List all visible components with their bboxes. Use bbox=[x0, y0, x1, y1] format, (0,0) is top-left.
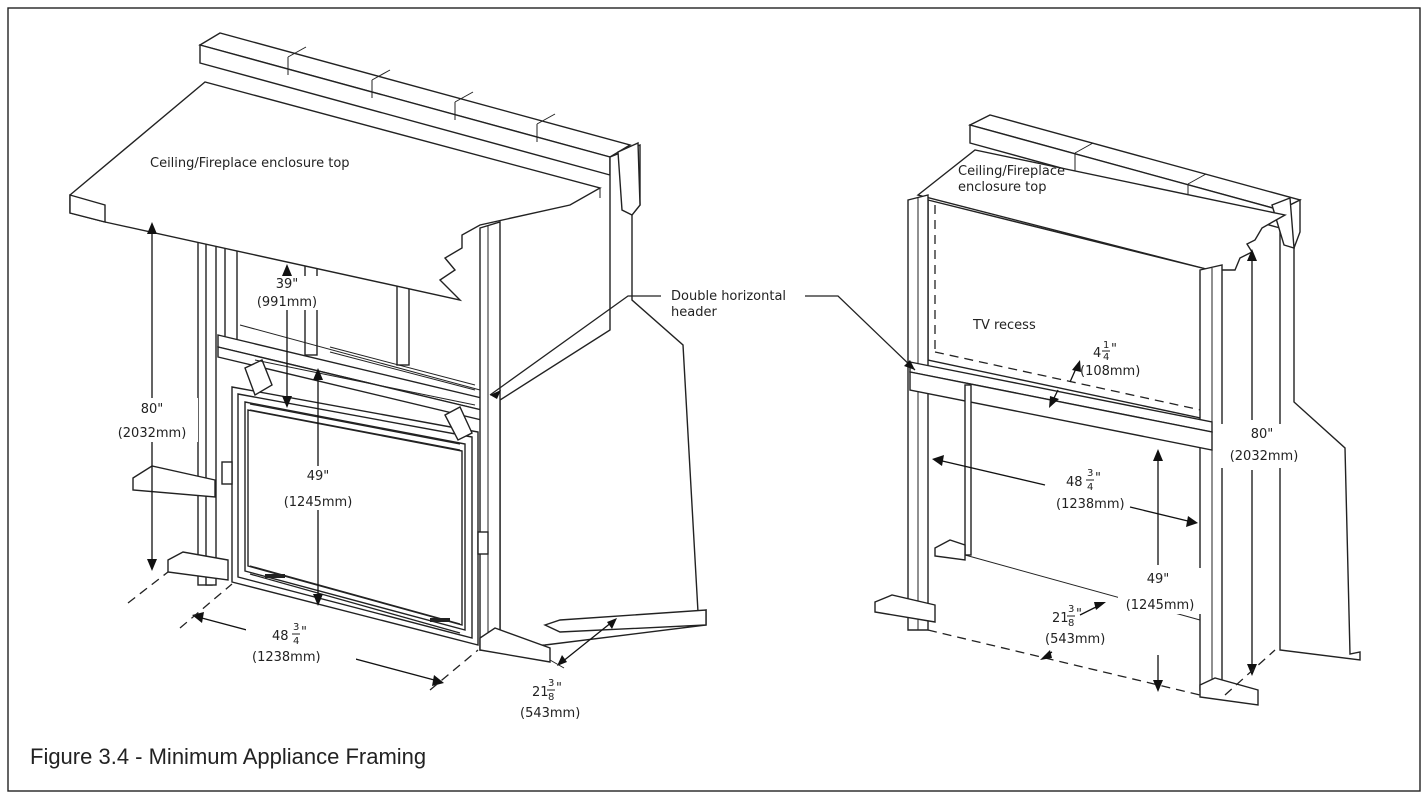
header-label-line1: Double horizontal bbox=[671, 289, 786, 304]
ceiling-label-right-line2: enclosure top bbox=[958, 180, 1046, 195]
left-side-wall-panel bbox=[499, 143, 707, 649]
dim-right-depth: 21 3 8 " (543mm) bbox=[1045, 604, 1105, 647]
dim-right-width: 48 3 4 " (1238mm) bbox=[1056, 468, 1125, 512]
svg-text:49": 49" bbox=[307, 469, 330, 484]
ceiling-label-right-line1: Ceiling/Fireplace bbox=[958, 164, 1065, 179]
svg-text:3: 3 bbox=[548, 678, 554, 689]
svg-text:(2032mm): (2032mm) bbox=[1230, 449, 1299, 464]
dim-right-header: 4 1 4 " (108mm) bbox=[1080, 340, 1140, 379]
svg-text:39": 39" bbox=[276, 277, 299, 292]
svg-text:8: 8 bbox=[1068, 618, 1074, 629]
dim-right-height: 80" (2032mm) bbox=[1220, 424, 1312, 468]
svg-text:(1245mm): (1245mm) bbox=[284, 495, 353, 510]
svg-text:(1238mm): (1238mm) bbox=[252, 650, 321, 665]
svg-text:(108mm): (108mm) bbox=[1080, 364, 1140, 379]
svg-text:4: 4 bbox=[1093, 346, 1101, 361]
svg-text:(1238mm): (1238mm) bbox=[1056, 497, 1125, 512]
svg-text:(543mm): (543mm) bbox=[520, 706, 580, 721]
svg-text:(1245mm): (1245mm) bbox=[1126, 598, 1195, 613]
svg-text:8: 8 bbox=[548, 692, 554, 703]
header-label-line2: header bbox=[671, 305, 717, 320]
right-side-wall-panel bbox=[1279, 198, 1361, 661]
svg-text:": " bbox=[301, 625, 307, 640]
left-framing-drawing bbox=[69, 32, 707, 691]
svg-text:(991mm): (991mm) bbox=[257, 295, 317, 310]
left-ceiling-slab bbox=[69, 81, 602, 302]
svg-text:80": 80" bbox=[1251, 427, 1274, 442]
dim-left-width: 48 3 4 " (1238mm) bbox=[246, 620, 356, 666]
svg-text:49": 49" bbox=[1147, 572, 1170, 587]
header-leader-left bbox=[489, 295, 661, 396]
dim-left-depth: 21 3 8 " (543mm) bbox=[520, 678, 580, 721]
dim-left-height: 80" (2032mm) bbox=[106, 398, 198, 442]
svg-text:3: 3 bbox=[1087, 468, 1093, 479]
right-dimension-lines bbox=[932, 249, 1276, 696]
svg-text:4: 4 bbox=[293, 636, 299, 647]
svg-text:21: 21 bbox=[1052, 611, 1069, 626]
ceiling-label-left: Ceiling/Fireplace enclosure top bbox=[150, 156, 350, 171]
header-leader-right bbox=[805, 295, 916, 371]
svg-text:(543mm): (543mm) bbox=[1045, 632, 1105, 647]
dim-right-opening-height: 49" (1245mm) bbox=[1118, 568, 1202, 614]
svg-text:3: 3 bbox=[1068, 604, 1074, 615]
tv-recess-label: TV recess bbox=[972, 318, 1036, 333]
svg-text:4: 4 bbox=[1087, 482, 1093, 493]
fireplace-unit bbox=[221, 359, 489, 646]
svg-text:48: 48 bbox=[1066, 475, 1083, 490]
figure-caption: Figure 3.4 - Minimum Appliance Framing bbox=[30, 744, 426, 769]
svg-text:80": 80" bbox=[141, 402, 164, 417]
dim-left-opening-height: 49" (1245mm) bbox=[270, 466, 366, 510]
right-framing-drawing bbox=[805, 114, 1361, 706]
svg-text:3: 3 bbox=[293, 622, 299, 633]
svg-text:": " bbox=[1076, 607, 1082, 622]
figure-border bbox=[7, 7, 1421, 792]
left-top-joists bbox=[198, 32, 632, 176]
svg-text:4: 4 bbox=[1103, 352, 1109, 363]
svg-text:48: 48 bbox=[272, 629, 289, 644]
svg-text:": " bbox=[1111, 342, 1117, 357]
svg-text:1: 1 bbox=[1103, 340, 1109, 351]
left-front-stud bbox=[479, 221, 501, 651]
right-ceiling-slab bbox=[916, 149, 1287, 271]
svg-text:": " bbox=[1095, 471, 1101, 486]
svg-text:21: 21 bbox=[532, 685, 549, 700]
svg-text:(2032mm): (2032mm) bbox=[118, 426, 187, 441]
svg-text:": " bbox=[556, 681, 562, 696]
dim-left-clearance: 39" (991mm) bbox=[248, 276, 328, 310]
